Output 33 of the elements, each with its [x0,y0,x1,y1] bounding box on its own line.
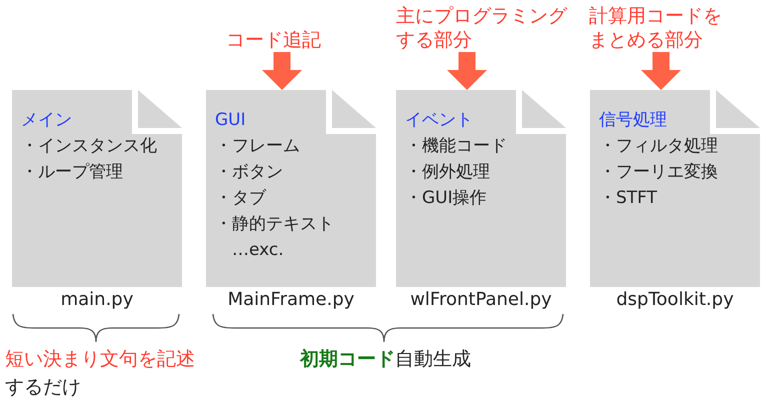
file-name: wlFrontPanel.py [410,288,552,312]
list-item: ・フレーム [215,135,300,158]
arrow [641,52,681,90]
list-item: ・静的テキスト [215,213,334,236]
list-item: ・フィルタ処理 [599,135,718,158]
file-document [590,90,760,287]
list-item: ・ループ管理 [21,161,123,184]
annotation-text: 主にプログラミングする部分 [396,4,573,52]
note-text: 初期コード自動生成 [300,347,471,372]
annotation-text: 短い決まり文句を記述 するだけ [5,347,195,400]
section-heading: GUI [215,109,246,132]
file-name: MainFrame.py [228,288,354,312]
list-item: ・フーリエ変換 [599,161,718,184]
list-item: …exc. [231,239,284,262]
annotation-text: コード追記 [226,28,321,52]
arrow [447,52,487,90]
arrow [262,52,302,90]
section-heading: メイン [21,109,72,132]
list-item: ・機能コード [405,135,507,158]
file-name: main.py [60,288,134,312]
file-name: dspToolkit.py [616,288,734,312]
list-item: ・例外処理 [405,161,490,184]
file-document [12,90,182,287]
list-item: ・インスタンス化 [21,135,157,158]
section-heading: イベント [405,109,473,132]
file-document [206,90,376,287]
section-heading: 信号処理 [599,109,667,132]
annotation-text: 計算用コードをまとめる部分 [589,4,728,52]
list-item: ・ボタン [215,161,283,184]
list-item: ・GUI操作 [405,187,487,210]
file-document [396,90,566,287]
list-item: ・STFT [599,187,658,210]
list-item: ・タブ [215,187,266,210]
